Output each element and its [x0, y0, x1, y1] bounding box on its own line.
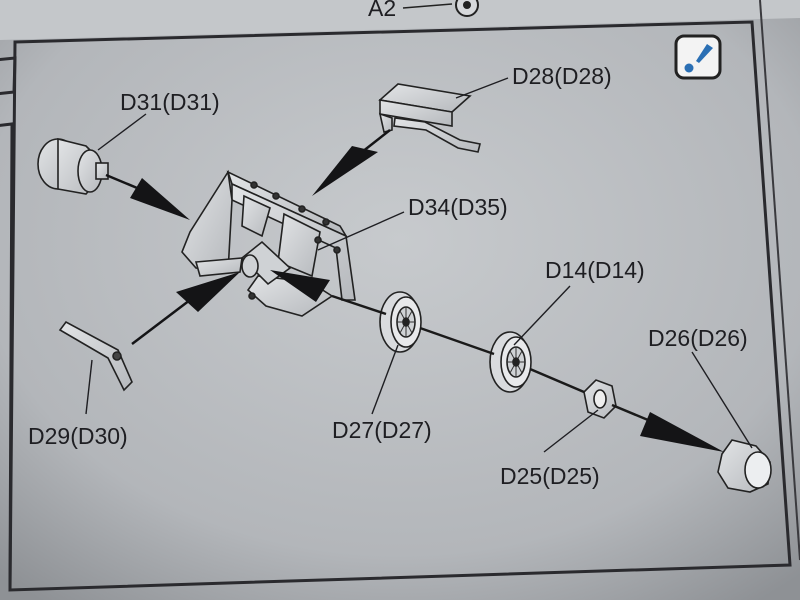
leader-lines: [85, 77, 753, 453]
label-d25: D25(D25): [500, 463, 600, 489]
part-d25-drawing: [583, 379, 617, 419]
part-d29-drawing: [58, 320, 133, 392]
label-d14: D14(D14): [545, 257, 645, 283]
step-reference-leader: [402, 3, 453, 9]
step-reference: A2: [368, 0, 396, 21]
side-tab-top: [0, 56, 17, 95]
right-edge-line: [759, 0, 800, 561]
exclamation-icon: [674, 34, 722, 80]
label-d28: D28(D28): [512, 63, 612, 89]
side-tab-left: [0, 122, 14, 591]
part-d26-drawing: [717, 439, 772, 493]
part-d14-drawing: [489, 331, 532, 393]
label-d34: D34(D35): [408, 194, 508, 220]
part-d27-drawing: [379, 291, 422, 353]
label-d29: D29(D30): [28, 423, 128, 449]
part-labels: D31(D31) D28(D28) D34(D35) D14(D14) D26(…: [28, 63, 748, 489]
label-d31: D31(D31): [120, 89, 220, 115]
mini-wheel-icon: [455, 0, 479, 17]
assembly-arrows: [105, 129, 724, 452]
part-d28-drawing: [378, 83, 481, 153]
label-d27: D27(D27): [332, 417, 432, 443]
label-d26: D26(D26): [648, 325, 748, 351]
part-d31-drawing: [37, 137, 109, 195]
top-strip: [0, 0, 800, 40]
